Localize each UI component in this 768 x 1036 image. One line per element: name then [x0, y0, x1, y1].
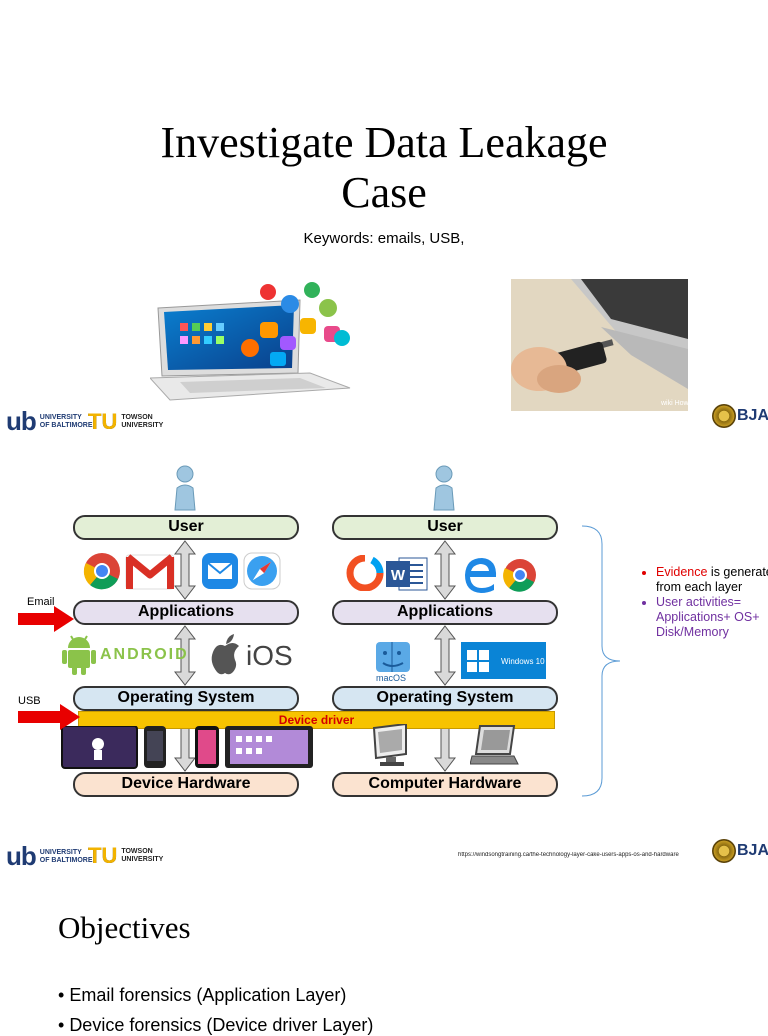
- mail-app-icon: [202, 553, 238, 589]
- svg-text:wiki How: wiki How: [660, 400, 688, 407]
- evidence-bullets: Evidence is generated from each layer Us…: [640, 565, 768, 640]
- usb-laptop-photo: wiki How: [511, 279, 688, 411]
- svg-text:W: W: [391, 567, 406, 584]
- macos-label: macOS: [376, 673, 407, 683]
- bullet-user-activities: User activities= Applications+ OS+ Disk/…: [656, 595, 768, 640]
- windows-10-tile: Windows 10: [461, 642, 546, 679]
- apple-logo-icon: [211, 634, 239, 675]
- email-arrow-label: Email: [27, 596, 55, 608]
- device-driver-layer: Device driver: [78, 711, 555, 729]
- objectives-title: Objectives: [58, 910, 191, 945]
- chrome-icon: [83, 553, 120, 590]
- objective-item: • Email forensics (Application Layer): [58, 985, 347, 1005]
- right-user-layer: User: [332, 515, 558, 540]
- usb-arrow-label: USB: [18, 695, 41, 707]
- office-icon: [346, 555, 384, 591]
- android-robot-icon: [62, 635, 96, 675]
- bullet-evidence: Evidence is generated from each layer: [656, 565, 768, 595]
- left-os-layer: Operating System: [73, 686, 299, 711]
- left-hardware-layer: Device Hardware: [73, 772, 299, 797]
- left-user-layer: User: [73, 515, 299, 540]
- windows-logo-icon: [467, 650, 489, 672]
- user-figure-icon: [433, 465, 455, 511]
- laptop-apps-illustration: [150, 282, 351, 401]
- bja-logo: BJA: [712, 404, 768, 428]
- objective-item: • Device forensics (Device driver Layer): [58, 1015, 374, 1035]
- right-applications-layer: Applications: [332, 600, 558, 625]
- edge-icon: [465, 558, 497, 593]
- word-icon: W: [386, 557, 428, 591]
- safari-icon: [243, 552, 281, 590]
- mobile-devices-images: [61, 726, 313, 769]
- right-layer-arrows: [433, 540, 457, 772]
- user-figure-icon: [174, 465, 196, 511]
- desktop-computer-icon: [372, 724, 407, 766]
- gmail-icon: [125, 554, 175, 590]
- doj-seal-icon: [712, 404, 736, 428]
- email-red-arrow: [18, 606, 74, 632]
- usb-red-arrow: [18, 704, 80, 730]
- right-hardware-layer: Computer Hardware: [332, 772, 558, 797]
- source-url-link[interactable]: https://windsongtraining.ca/the-technolo…: [458, 852, 679, 858]
- right-os-layer: Operating System: [332, 686, 558, 711]
- slide1-title: Investigate Data Leakage Case: [160, 118, 608, 217]
- slide1-keywords: Keywords: emails, USB,: [303, 230, 465, 247]
- android-wordmark: ANDROID: [100, 646, 189, 663]
- ios-wordmark: iOS: [246, 640, 293, 671]
- right-curly-brace: [581, 525, 621, 797]
- doj-seal-icon: [712, 839, 736, 863]
- laptop-computer-icon: [470, 725, 519, 765]
- left-applications-layer: Applications: [73, 600, 299, 625]
- macos-finder-icon: [376, 642, 410, 672]
- chrome-icon: [503, 559, 536, 592]
- bja-logo: BJA: [712, 839, 768, 863]
